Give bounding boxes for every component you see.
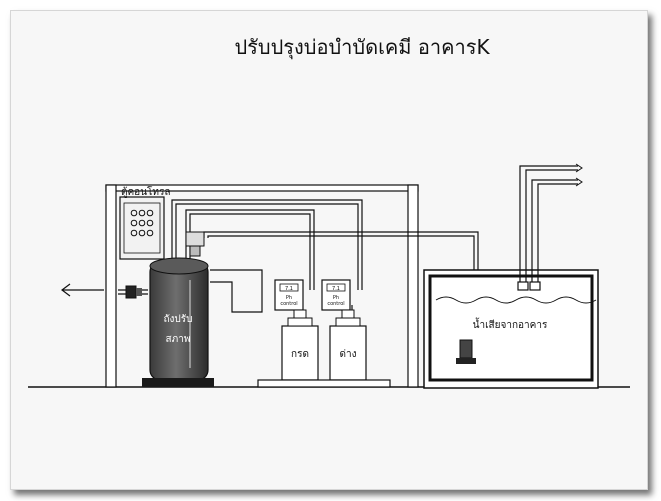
wastewater-pit <box>423 269 599 389</box>
acid-tank-label: กรด <box>291 349 309 360</box>
ph-text-acid: Ph <box>286 295 292 301</box>
base-tank <box>329 309 367 381</box>
ph-display-base: 7.1 <box>332 286 340 292</box>
ph-display-acid: 7.1 <box>285 286 293 292</box>
cabinet-indicator-lights <box>130 209 154 237</box>
chemical-tank-platform <box>257 379 391 388</box>
wastewater-label: น้ำเสียจากอาคาร <box>473 317 548 331</box>
control-cabinet <box>119 196 165 260</box>
control-text-base: control <box>327 301 344 307</box>
base-tank-label: ด่าง <box>340 349 357 360</box>
equalization-tank <box>142 257 214 387</box>
ph-controller-base: 7.1 Ph control <box>321 279 351 311</box>
equalization-tank-label: ถังปรับ <box>163 314 192 325</box>
outflow-arrow <box>61 283 104 297</box>
control-text-acid: control <box>280 301 297 307</box>
pump-unit <box>185 231 205 257</box>
building-frame <box>105 184 419 388</box>
inflow-arrow-icons <box>575 163 583 187</box>
equalization-tank-label-2: สภาพ <box>166 334 191 345</box>
acid-tank <box>281 309 319 381</box>
inflow-pipes <box>517 165 578 291</box>
power-plug <box>125 285 142 299</box>
ph-controller-acid: 7.1 Ph control <box>274 279 304 311</box>
ph-text-base: Ph <box>333 295 339 301</box>
control-cabinet-label: ตู้คอนโทรล <box>121 185 171 198</box>
diagram-title: ปรับปรุงบ่อบำบัดเคมี อาคารK <box>234 35 490 60</box>
